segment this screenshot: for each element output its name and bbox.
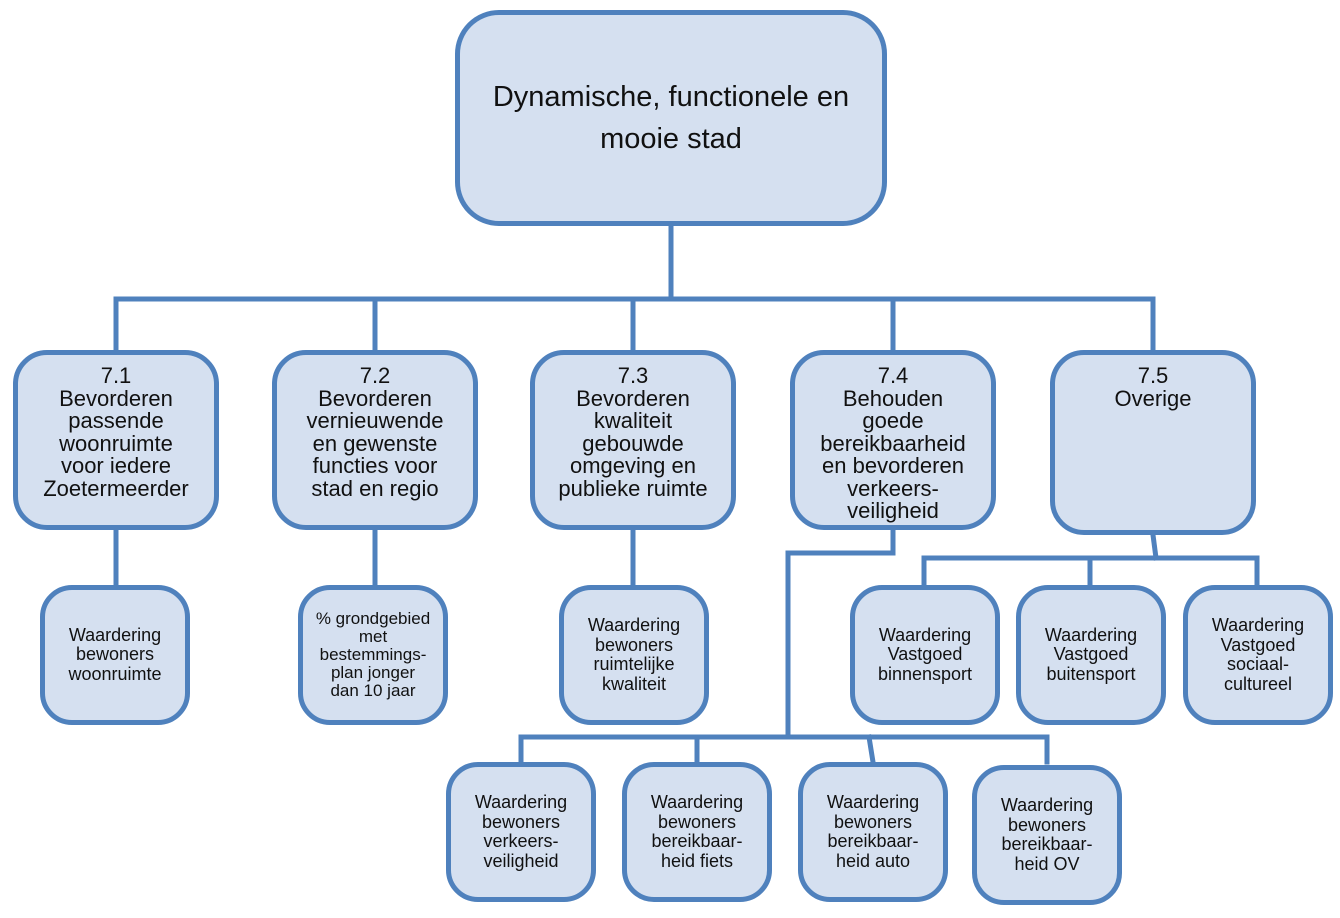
goal-7-2-line: stad en regio bbox=[311, 475, 439, 501]
indicator-line: % grondgebied bbox=[315, 609, 431, 628]
indicator-line: bereikbaar- bbox=[1001, 834, 1093, 854]
connector-7-4-c bbox=[866, 734, 876, 765]
indicator-line: Waardering bbox=[650, 792, 744, 812]
indicator-line: buitensport bbox=[1046, 663, 1136, 684]
indicator-line: Waardering bbox=[878, 624, 972, 645]
indicator-line: veiligheid bbox=[483, 850, 559, 871]
root-goal-line: Dynamische, functionele en bbox=[492, 81, 850, 113]
goal-7-5-line: 7.5 bbox=[1137, 363, 1169, 388]
indicator-line: heid OV bbox=[1014, 853, 1080, 874]
goal-7-4-line: Behouden bbox=[842, 385, 944, 411]
indicator-line: woonruimte bbox=[68, 663, 162, 684]
indicator-line: Waardering bbox=[587, 615, 681, 635]
goal-7-2-line: en gewenste bbox=[312, 430, 438, 456]
root-goal-box: Dynamische, functionele en mooie stad bbox=[455, 10, 887, 226]
goal-7-5-line: Overige bbox=[1114, 385, 1192, 411]
indicator-line: sociaal- bbox=[1226, 654, 1290, 674]
indicator-line: Vastgoed bbox=[887, 644, 963, 665]
indicator-bereikbaarheid-fiets-box: Waardering bewoners bereikbaar- heid fie… bbox=[622, 762, 772, 902]
indicator-line: Waardering bbox=[474, 792, 568, 812]
indicator-sociaal-cultureel-box: Waardering Vastgoed sociaal- cultureel bbox=[1183, 585, 1333, 725]
indicator-binnensport-box: Waardering Vastgoed binnensport bbox=[850, 585, 1000, 725]
goal-7-3-line: Bevorderen bbox=[576, 385, 690, 411]
root-goal-line: mooie stad bbox=[600, 123, 742, 155]
indicator-line: bewoners bbox=[594, 634, 674, 655]
indicator-line: Waardering bbox=[1000, 795, 1094, 815]
goal-box-7-1: 7.1 Bevorderen passende woonruimte voor … bbox=[13, 350, 219, 530]
goal-box-7-3: 7.3 Bevorderen kwaliteit gebouwde omgevi… bbox=[530, 350, 736, 530]
indicator-line: ruimtelijke bbox=[593, 654, 675, 674]
indicator-ruimtelijke-kwaliteit-box: Waardering bewoners ruimtelijke kwalitei… bbox=[559, 585, 709, 725]
indicator-line: bewoners bbox=[657, 811, 737, 832]
goal-7-4-line: veiligheid bbox=[847, 498, 939, 523]
goal-7-1-line: 7.1 bbox=[100, 363, 132, 388]
indicator-line: bewoners bbox=[1007, 814, 1087, 835]
indicator-line: Vastgoed bbox=[1053, 644, 1129, 665]
indicator-line: heid fiets bbox=[660, 850, 734, 871]
indicator-line: Vastgoed bbox=[1220, 634, 1296, 655]
indicator-line: kwaliteit bbox=[601, 673, 667, 694]
indicator-line: binnensport bbox=[877, 663, 973, 684]
indicator-bereikbaarheid-auto-box: Waardering bewoners bereikbaar- heid aut… bbox=[798, 762, 948, 902]
indicator-line: cultureel bbox=[1223, 673, 1293, 694]
goal-7-1-line: passende bbox=[68, 408, 164, 433]
indicator-line: bewoners bbox=[75, 644, 155, 665]
indicator-line: bewoners bbox=[833, 811, 913, 832]
goal-7-2-line: functies voor bbox=[312, 453, 438, 478]
indicator-line: bereikbaar- bbox=[651, 831, 743, 851]
indicator-line: bestemmings- bbox=[319, 645, 427, 664]
goal-7-4-line: verkeers- bbox=[847, 475, 939, 501]
indicator-grondgebied-box: % grondgebied met bestemmings- plan jong… bbox=[298, 585, 448, 725]
goal-7-1-line: woonruimte bbox=[59, 430, 173, 456]
goal-7-3-line: omgeving en bbox=[570, 453, 696, 478]
goal-7-1-line: voor iedere bbox=[60, 453, 172, 478]
goal-box-7-4: 7.4 Behouden goede bereikbaarheid en bev… bbox=[790, 350, 996, 530]
indicator-line: bewoners bbox=[481, 811, 561, 832]
goal-7-3-line: kwaliteit bbox=[593, 408, 673, 433]
indicator-woonruimte-box: Waardering bewoners woonruimte bbox=[40, 585, 190, 725]
goal-7-4-line: 7.4 bbox=[877, 363, 909, 388]
goal-7-4-line: bereikbaarheid bbox=[820, 430, 966, 456]
goal-7-4-line: en bevorderen bbox=[822, 453, 964, 478]
connector-7-5-down bbox=[1150, 532, 1159, 561]
indicator-line: plan jonger bbox=[330, 663, 416, 682]
indicator-line: Waardering bbox=[826, 792, 920, 812]
indicator-verkeersveiligheid-box: Waardering bewoners verkeers- veiligheid bbox=[446, 762, 596, 902]
goal-7-1-line: Bevorderen bbox=[59, 385, 173, 411]
goal-7-2-line: 7.2 bbox=[359, 363, 391, 388]
indicator-line: Waardering bbox=[68, 624, 162, 645]
goal-7-2-line: Bevorderen bbox=[318, 385, 432, 411]
goal-7-4-line: goede bbox=[862, 408, 924, 433]
goal-7-3-line: gebouwde bbox=[582, 430, 684, 456]
indicator-line: verkeers- bbox=[483, 831, 559, 851]
indicator-line: dan 10 jaar bbox=[330, 681, 416, 700]
indicator-line: bereikbaar- bbox=[827, 831, 919, 851]
goal-7-3-line: publieke ruimte bbox=[558, 475, 708, 501]
indicator-buitensport-box: Waardering Vastgoed buitensport bbox=[1016, 585, 1166, 725]
goal-7-2-line: vernieuwende bbox=[306, 408, 444, 433]
goal-7-1-line: Zoetermeerder bbox=[43, 475, 189, 501]
indicator-bereikbaarheid-ov-box: Waardering bewoners bereikbaar- heid OV bbox=[972, 765, 1122, 905]
indicator-line: met bbox=[358, 627, 388, 646]
indicator-line: heid auto bbox=[835, 850, 911, 871]
goal-box-7-5: 7.5 Overige bbox=[1050, 350, 1256, 535]
goal-7-3-line: 7.3 bbox=[617, 363, 649, 388]
indicator-line: Waardering bbox=[1044, 624, 1138, 645]
indicator-line: Waardering bbox=[1211, 615, 1305, 635]
goal-box-7-2: 7.2 Bevorderen vernieuwende en gewenste … bbox=[272, 350, 478, 530]
